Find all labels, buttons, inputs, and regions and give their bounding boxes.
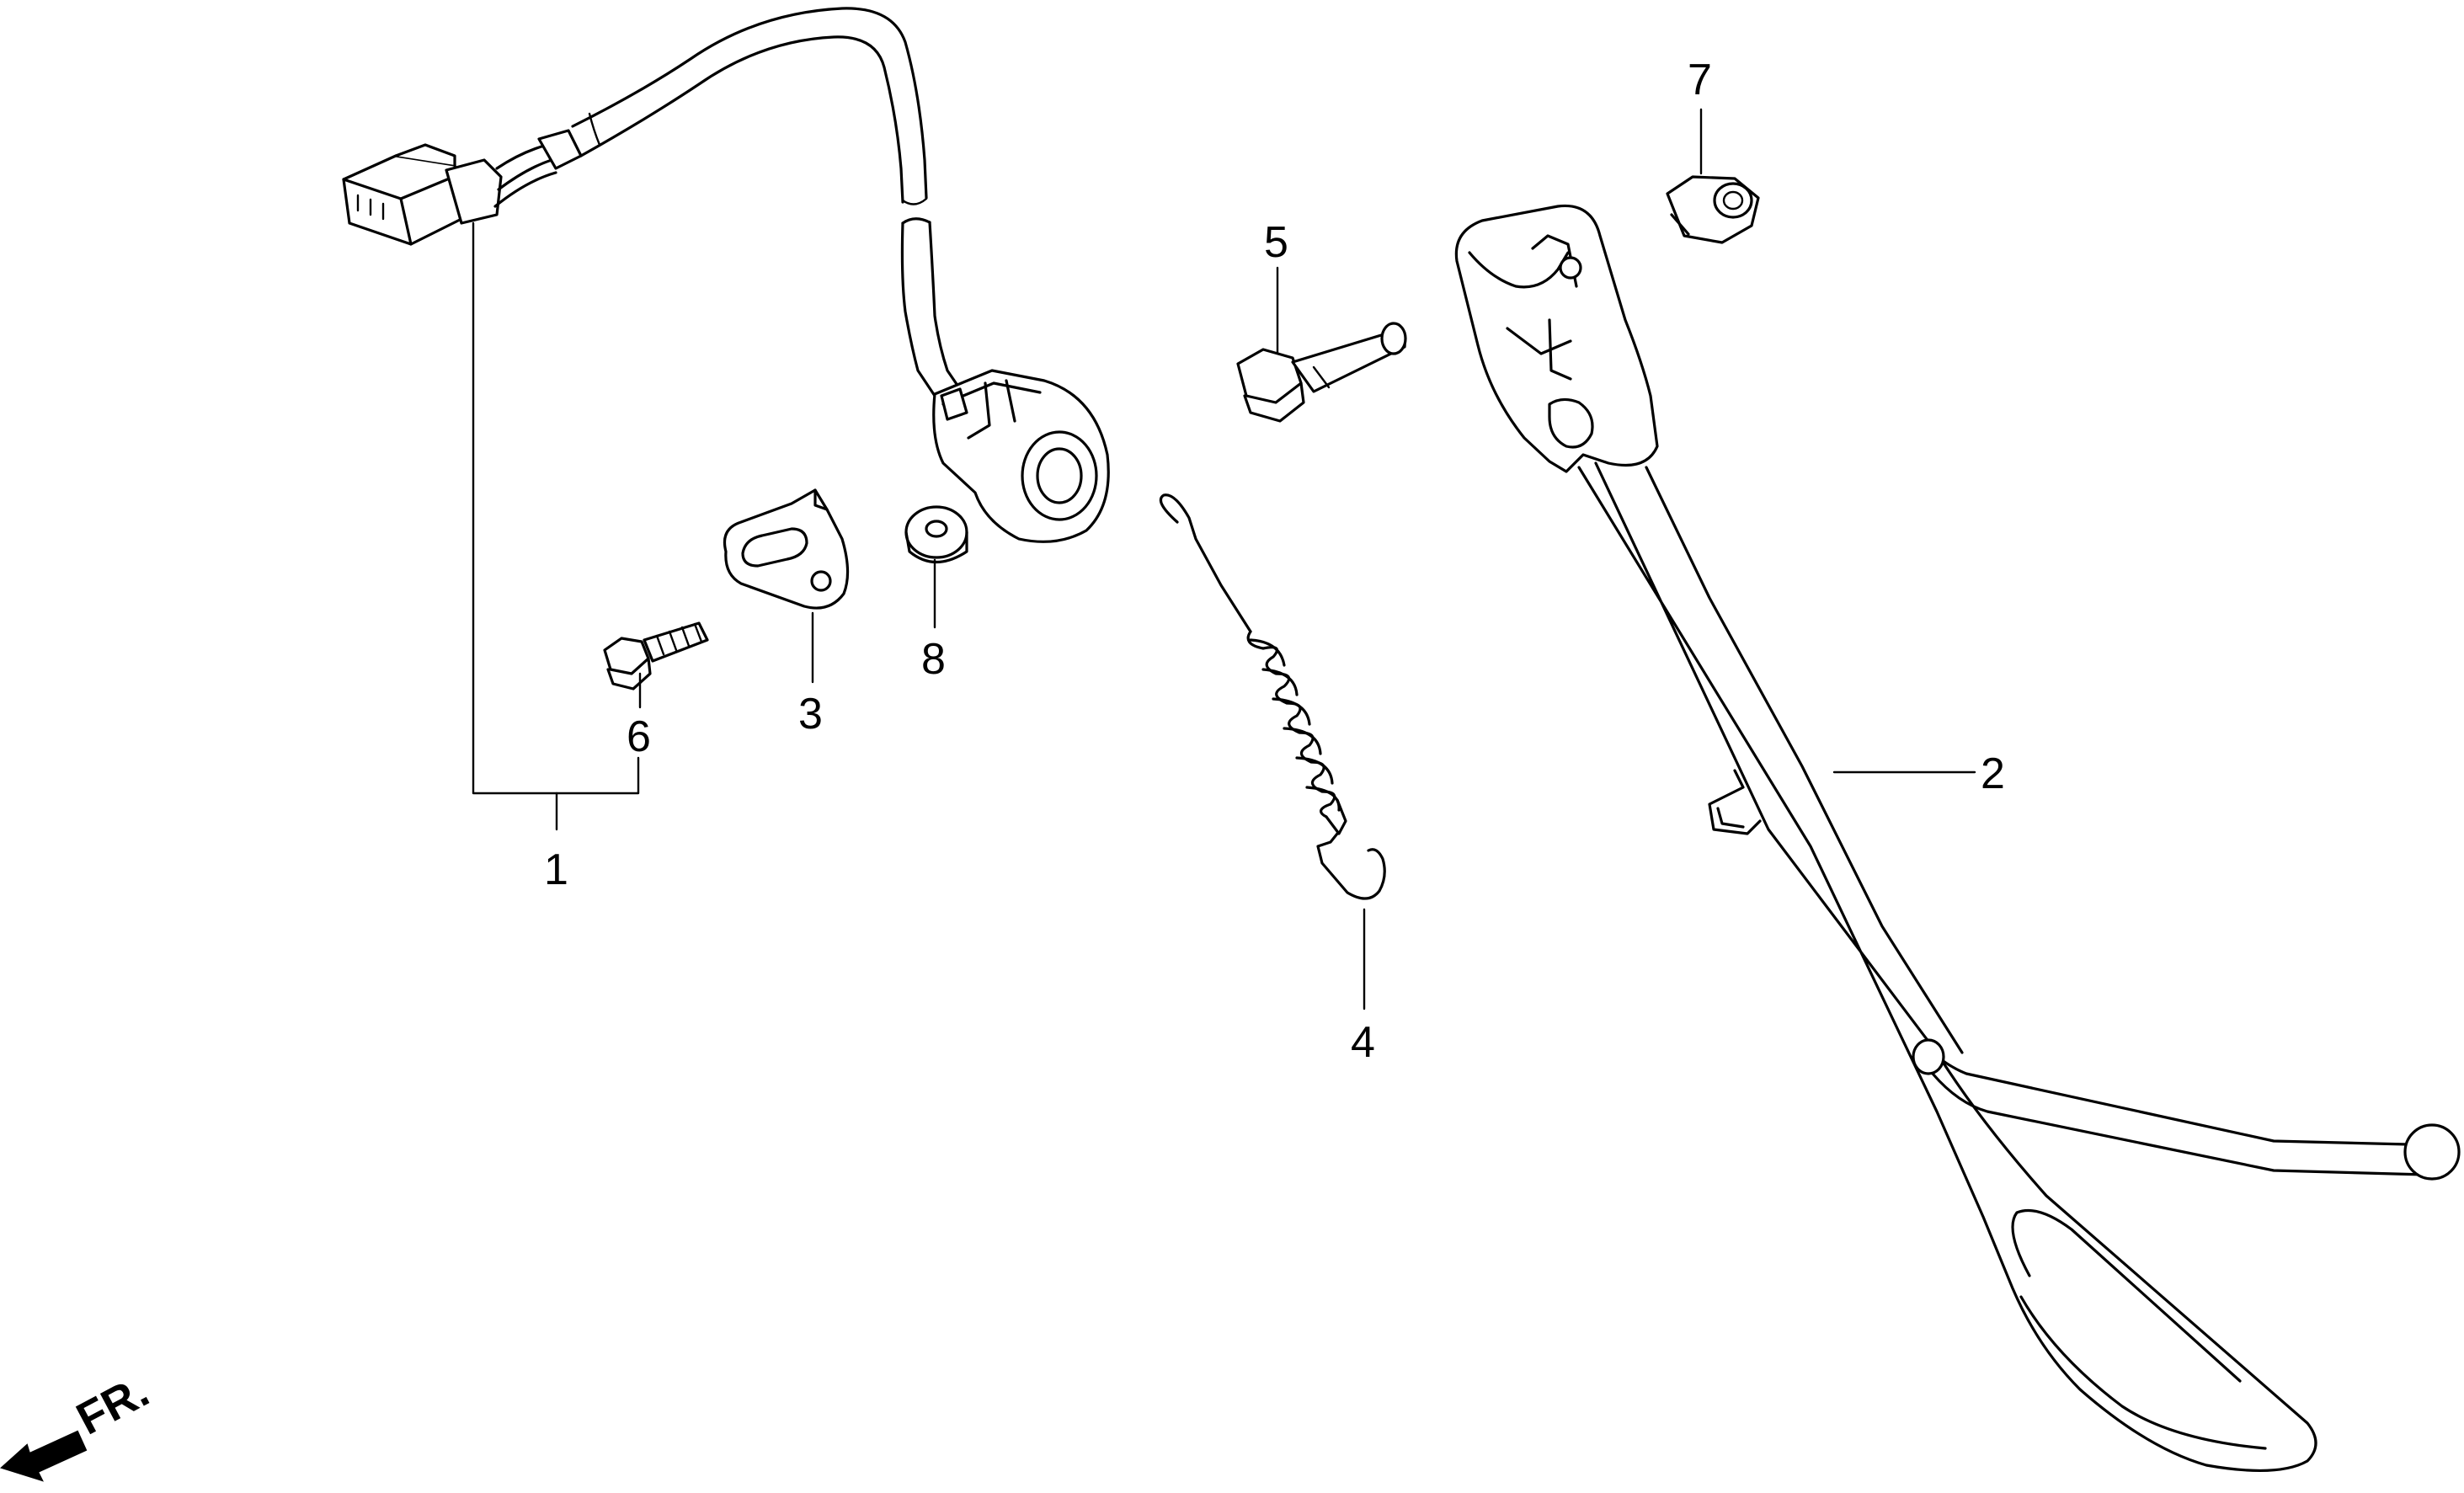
callout-3: 3 <box>798 690 823 739</box>
nut <box>1666 108 1760 244</box>
side-stand <box>1454 204 2461 1473</box>
callout-7: 7 <box>1688 56 1712 104</box>
callout-1: 1 <box>544 845 568 894</box>
wire-connector <box>342 143 503 246</box>
pivot-bolt <box>1236 266 1407 423</box>
front-label: FR. <box>68 1366 157 1445</box>
callout-2: 2 <box>1981 749 2005 798</box>
side-stand-switch <box>342 7 1110 831</box>
callout-6: 6 <box>627 712 651 761</box>
front-direction-arrow-icon <box>0 1430 88 1482</box>
switch-plate <box>723 488 850 684</box>
switch-body <box>932 369 1110 543</box>
bolt-small <box>603 621 709 709</box>
callout-8: 8 <box>921 635 946 684</box>
callout-4: 4 <box>1351 1018 1375 1067</box>
collar <box>904 505 968 629</box>
callout-5: 5 <box>1264 218 1288 267</box>
stand-spring <box>1159 493 1386 1010</box>
